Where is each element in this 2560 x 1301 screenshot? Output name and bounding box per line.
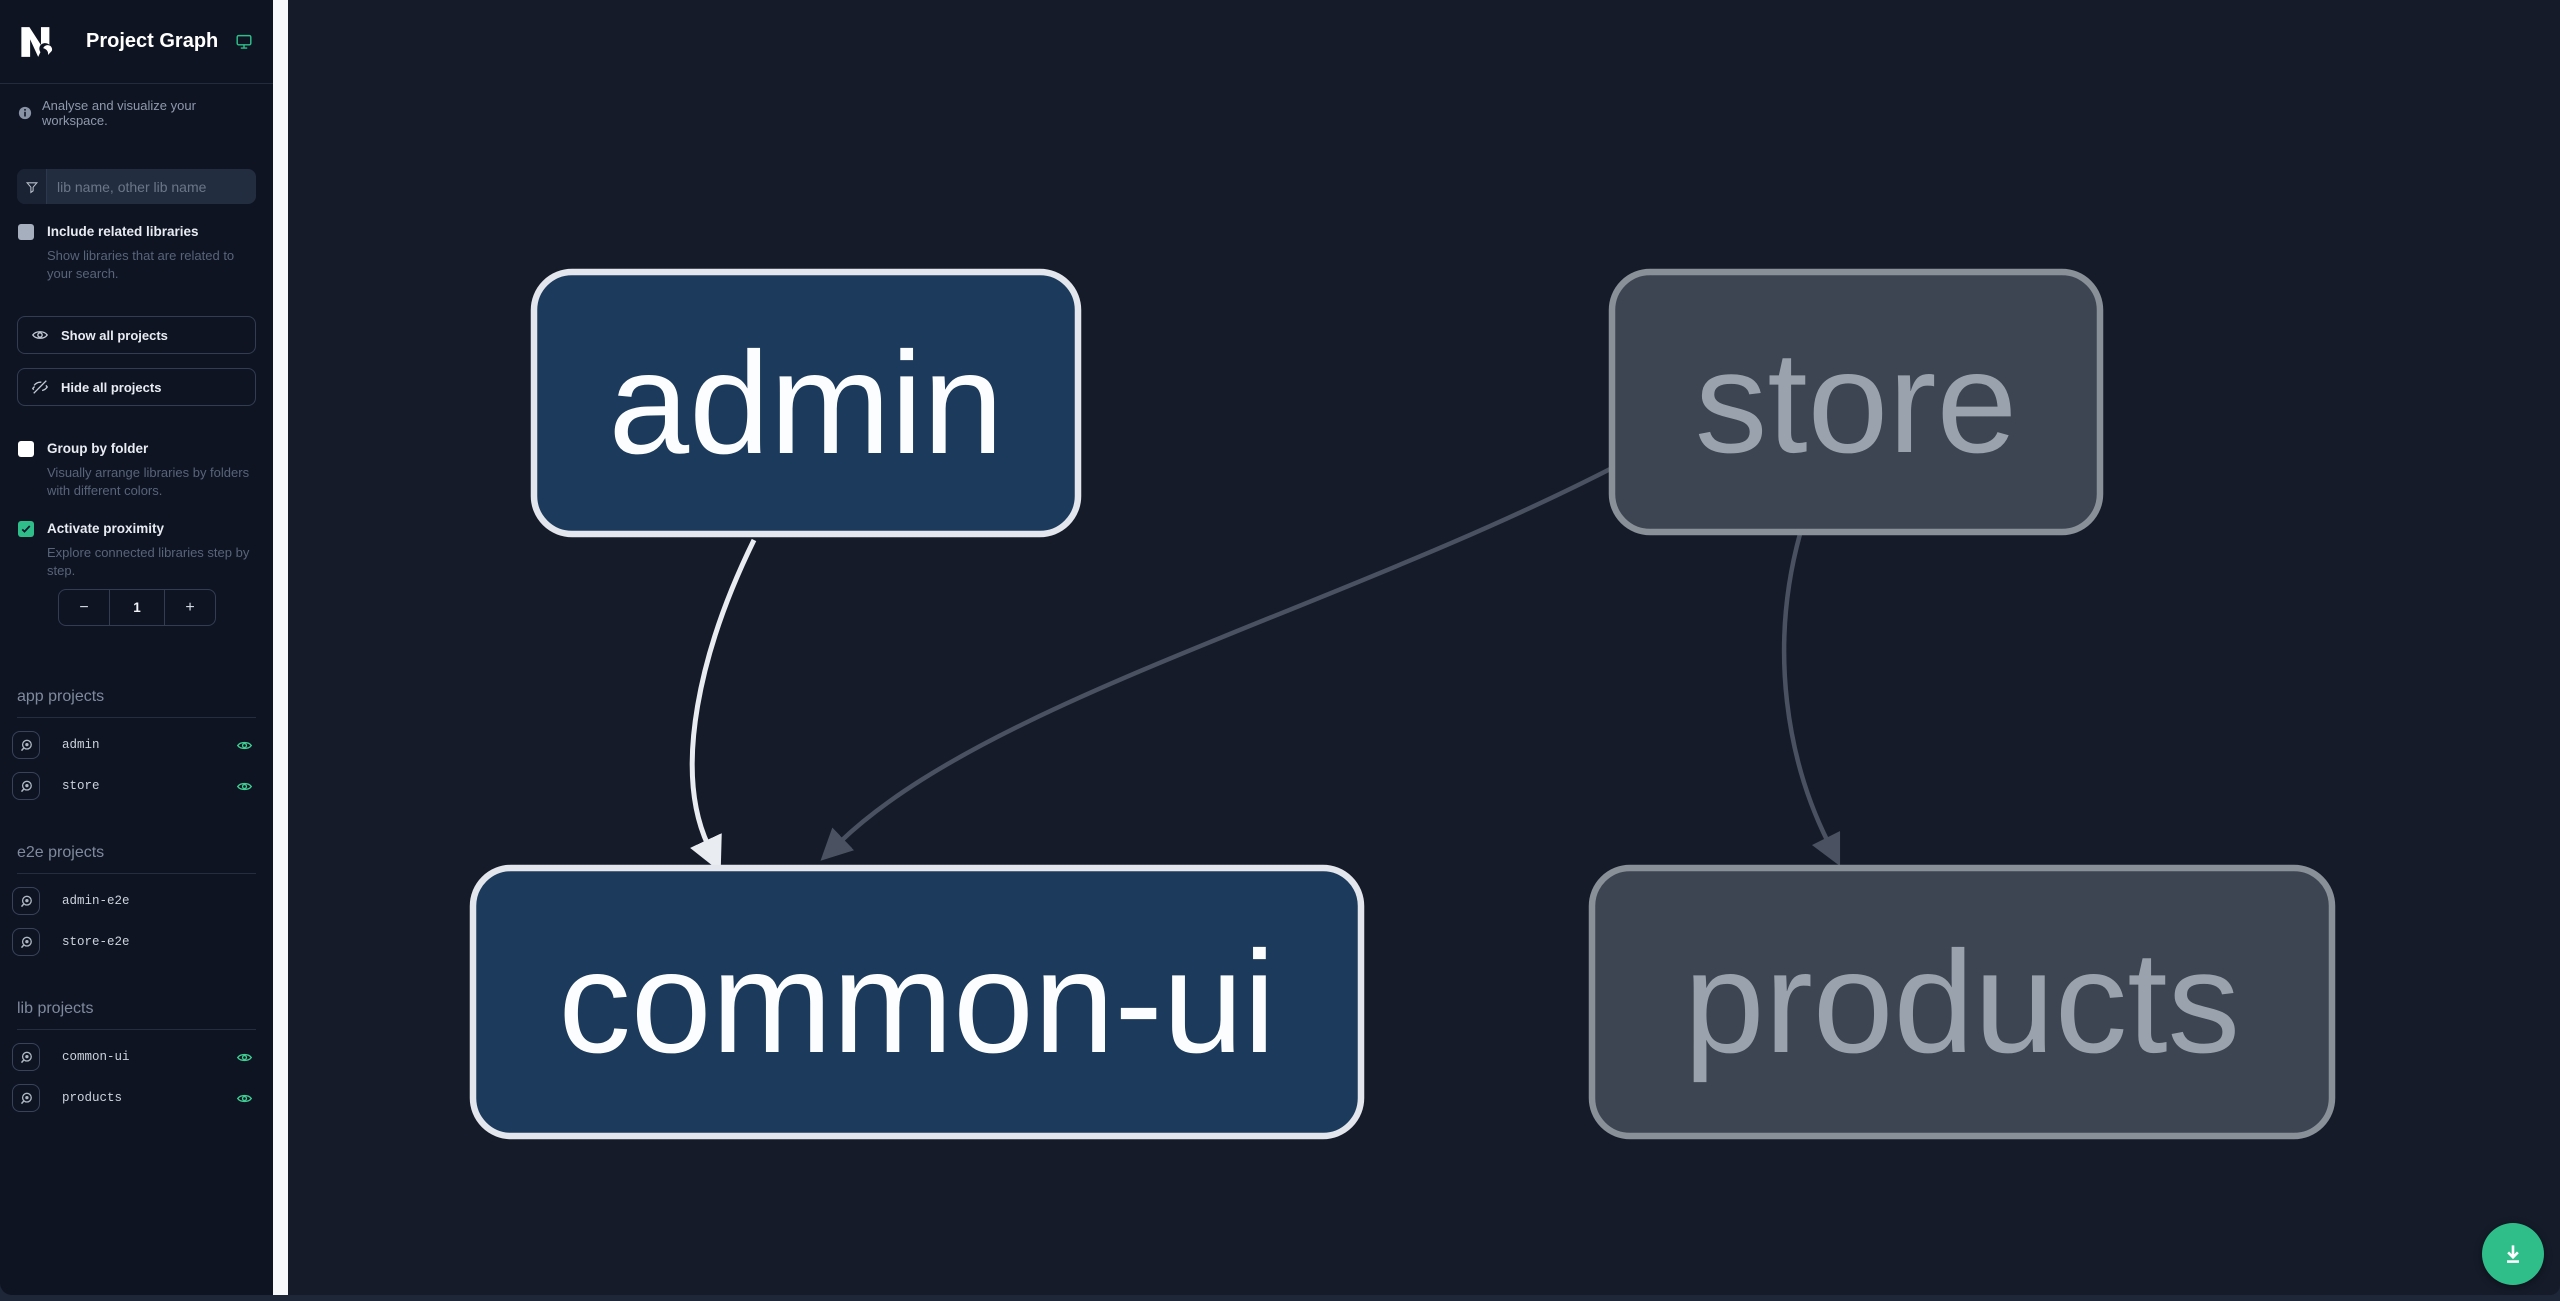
group-by-folder-label: Group by folder [47, 441, 149, 456]
toggle-visibility-eye-icon[interactable] [236, 1090, 253, 1107]
include-related-description: Show libraries that are related to your … [47, 248, 235, 281]
sidebar-resize-handle[interactable] [273, 0, 288, 1295]
toggle-visibility-eye-icon[interactable] [236, 778, 253, 795]
proximity-decrement-button[interactable]: − [59, 590, 109, 625]
toggle-include-related: Include related libraries Show libraries… [0, 224, 273, 282]
section-lib-projects: lib projects common-ui [0, 1000, 273, 1112]
proximity-stepper: − 1 + [58, 589, 216, 626]
toggle-group-by-folder: Group by folder Visually arrange librari… [0, 441, 273, 499]
project-name: common-ui [62, 1050, 130, 1064]
activate-proximity-checkbox[interactable] [18, 521, 34, 537]
section-title: e2e projects [17, 844, 256, 874]
focus-project-button[interactable] [12, 731, 40, 759]
eye-icon [31, 331, 49, 339]
project-name: admin [62, 738, 100, 752]
edge-store-to-common-ui[interactable] [820, 463, 1620, 861]
eye-off-icon [32, 380, 49, 394]
filter-funnel-icon [17, 169, 47, 204]
graph-canvas[interactable]: admin store common-ui products [288, 0, 2560, 1295]
sidebar: Project Graph Analyse and visualize your… [0, 0, 273, 1295]
focus-icon [20, 1092, 32, 1104]
focus-project-button[interactable] [12, 1084, 40, 1112]
nx-logo [16, 21, 60, 63]
project-name: store-e2e [62, 935, 130, 949]
monitor-icon [236, 34, 252, 50]
graph-node-common-ui[interactable]: common-ui [469, 864, 1365, 1140]
activate-proximity-description: Explore connected libraries step by step… [47, 545, 250, 578]
project-row-common-ui: common-ui [12, 1043, 261, 1071]
focus-project-button[interactable] [12, 928, 40, 956]
svg-text:products: products [1684, 921, 2240, 1083]
download-icon [2507, 1245, 2519, 1263]
group-by-folder-description: Visually arrange libraries by folders wi… [47, 465, 250, 498]
graph-node-admin[interactable]: admin [530, 268, 1082, 538]
focus-project-button[interactable] [12, 772, 40, 800]
project-name: products [62, 1091, 123, 1105]
edge-admin-to-common-ui[interactable] [689, 538, 757, 873]
edge-store-to-products[interactable] [1781, 533, 1841, 867]
workspace-tagline: Analyse and visualize your workspace. [42, 98, 196, 128]
section-title: app projects [17, 688, 256, 718]
hide-all-projects-label: Hide all projects [61, 379, 162, 395]
section-app-projects: app projects admin [0, 688, 273, 800]
proximity-increment-button[interactable]: + [165, 590, 215, 625]
show-all-projects-label: Show all projects [61, 327, 168, 343]
focus-icon [20, 780, 32, 792]
project-row-admin: admin [12, 731, 261, 759]
proximity-value: 1 [109, 590, 165, 625]
workspace-tagline-row: Analyse and visualize your workspace. [0, 98, 273, 128]
show-all-projects-button[interactable]: Show all projects [17, 316, 256, 354]
toggle-activate-proximity: Activate proximity Explore connected lib… [0, 521, 273, 579]
svg-text:common-ui: common-ui [558, 921, 1275, 1083]
hide-all-projects-button[interactable]: Hide all projects [17, 368, 256, 406]
activate-proximity-label: Activate proximity [47, 521, 165, 536]
focus-icon [20, 739, 32, 751]
graph-node-products[interactable]: products [1588, 864, 2336, 1140]
filter-bar [17, 169, 256, 204]
filter-input[interactable] [47, 169, 256, 204]
focus-icon [20, 895, 32, 907]
svg-text:admin: admin [609, 322, 1004, 484]
include-related-checkbox[interactable] [18, 224, 34, 240]
page-title: Project Graph [86, 30, 219, 52]
focus-project-button[interactable] [12, 1043, 40, 1071]
group-by-folder-checkbox[interactable] [18, 441, 34, 457]
focus-icon [20, 936, 32, 948]
svg-text:store: store [1695, 321, 2017, 483]
check-icon [21, 525, 31, 533]
graph-node-store[interactable]: store [1608, 268, 2104, 536]
toggle-visibility-eye-icon[interactable] [236, 1049, 253, 1066]
project-row-admin-e2e: admin-e2e [12, 887, 261, 915]
project-name: store [62, 779, 100, 793]
download-image-button[interactable] [2482, 1223, 2544, 1285]
toggle-visibility-eye-icon[interactable] [236, 737, 253, 754]
project-row-products: products [12, 1084, 261, 1112]
include-related-label: Include related libraries [47, 224, 199, 239]
focus-icon [20, 1051, 32, 1063]
section-title: lib projects [17, 1000, 256, 1030]
info-icon [18, 106, 32, 120]
project-row-store: store [12, 772, 261, 800]
section-e2e-projects: e2e projects admin-e2e [0, 844, 273, 956]
project-name: admin-e2e [62, 894, 130, 908]
app-header: Project Graph [0, 0, 273, 84]
focus-project-button[interactable] [12, 887, 40, 915]
project-row-store-e2e: store-e2e [12, 928, 261, 956]
